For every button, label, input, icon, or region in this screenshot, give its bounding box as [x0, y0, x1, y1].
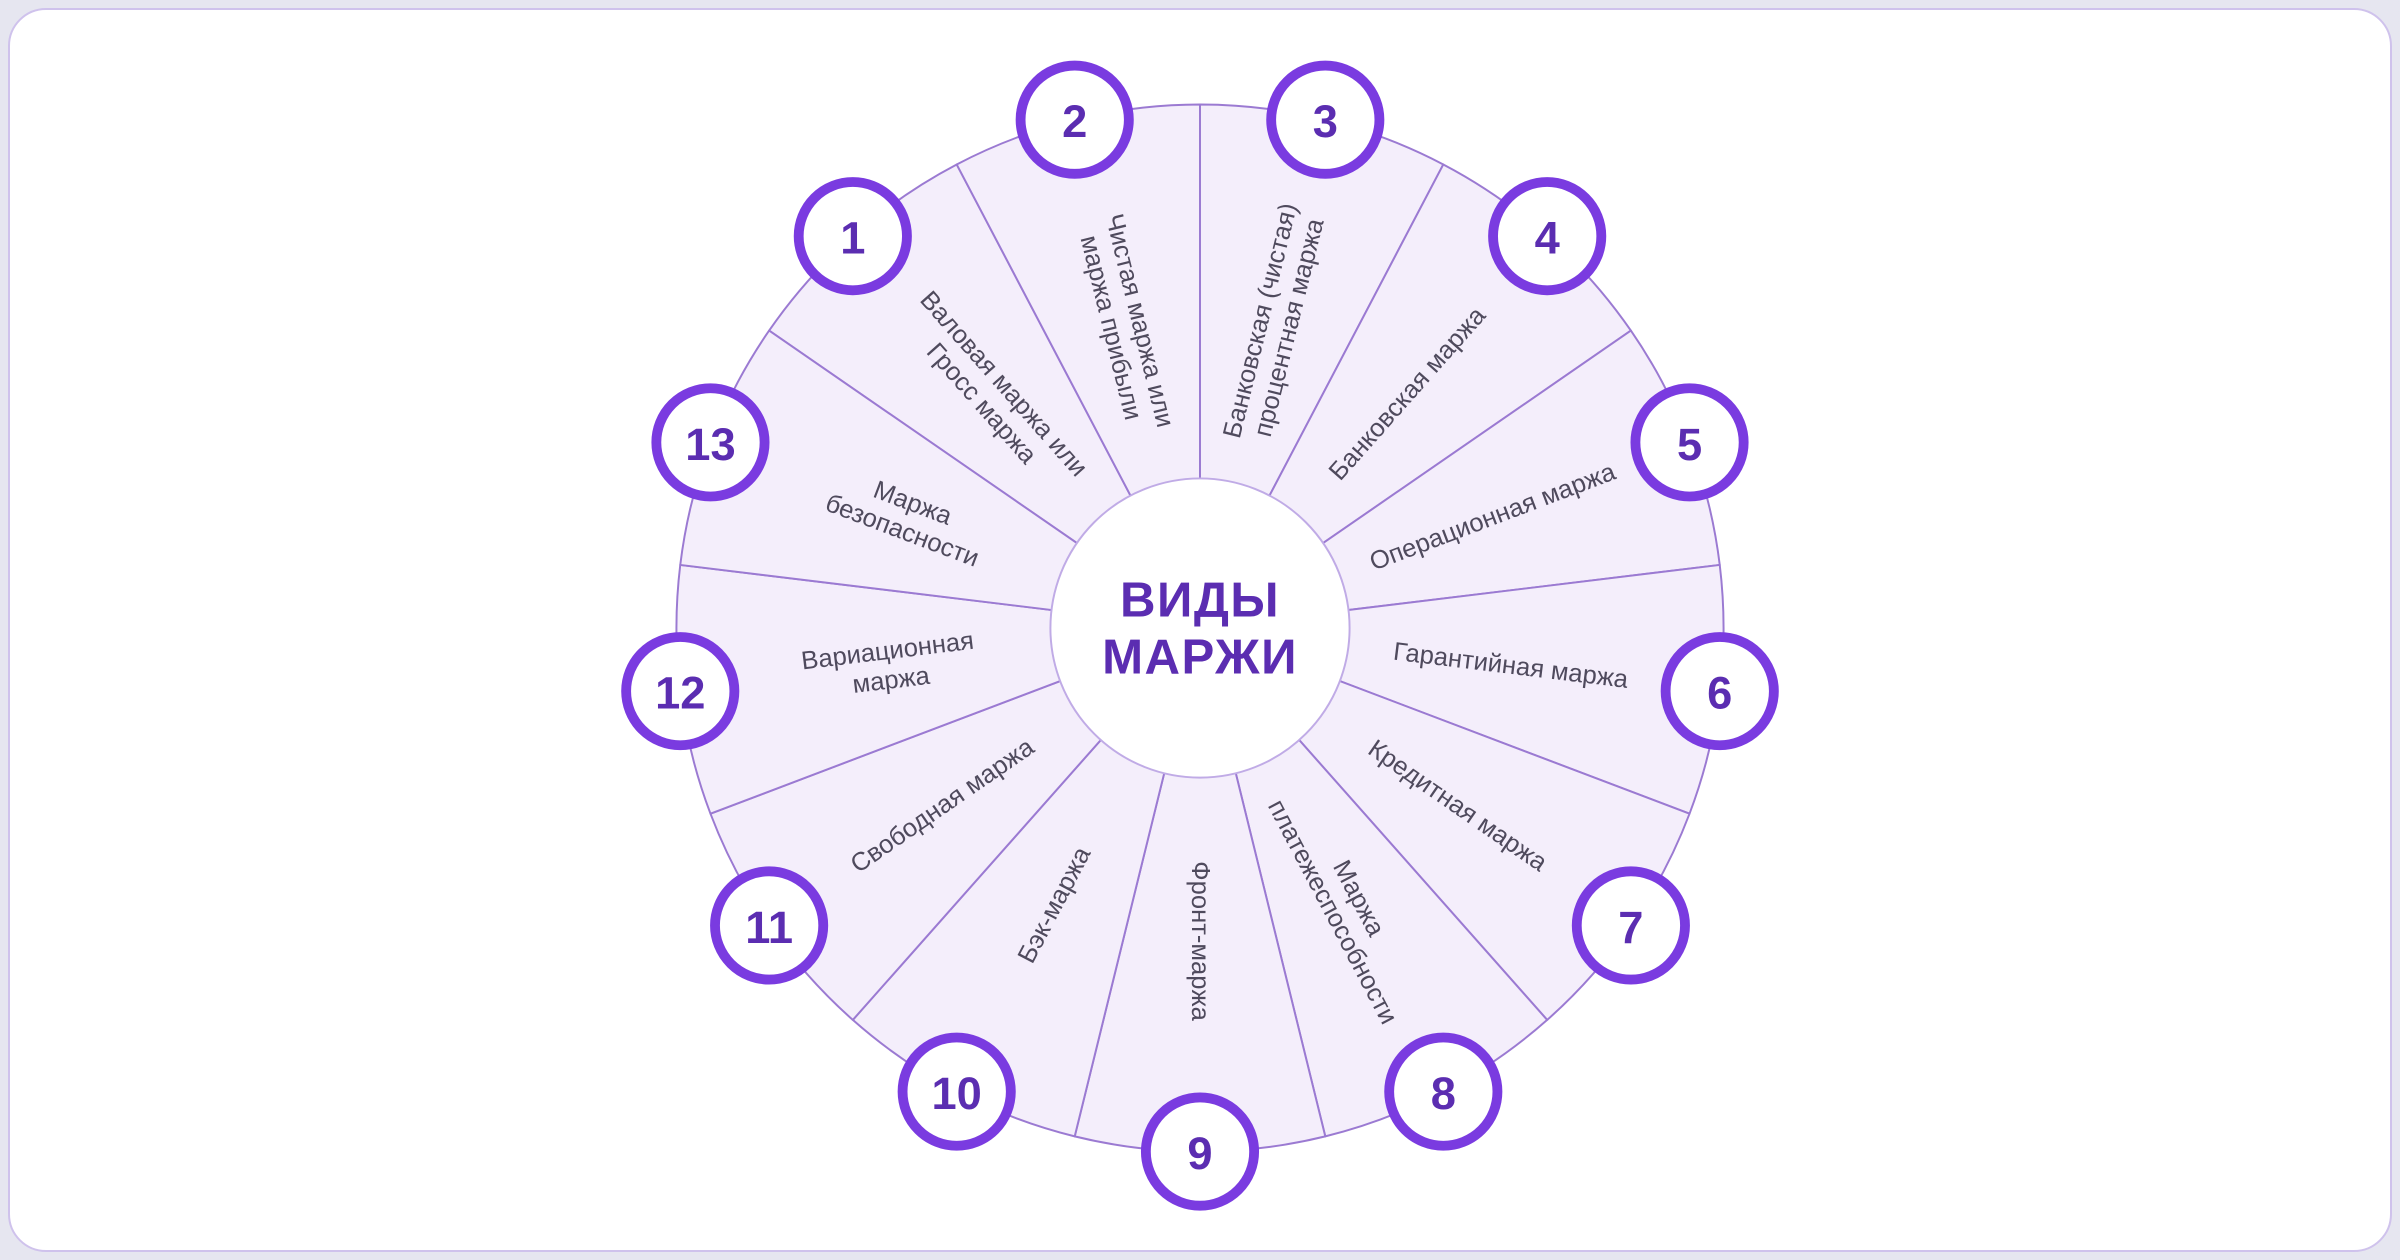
badge-number-text: 5 [1677, 419, 1702, 470]
badge-number-text: 1 [840, 213, 865, 264]
badge-circle [793, 177, 912, 296]
segment-label-9: Фронт-маржа [1186, 861, 1214, 1021]
segment-number-badge-6: 6 [1660, 632, 1779, 751]
segment-number-badge-11: 11 [710, 866, 829, 985]
badge-circle [1571, 866, 1690, 985]
segment-number-badge-5: 5 [1630, 383, 1749, 502]
badge-circle [1488, 177, 1607, 296]
badge-number-text: 10 [932, 1068, 982, 1119]
badge-number-text: 4 [1535, 213, 1560, 264]
badge-number-text: 7 [1618, 902, 1643, 953]
segment-number-badge-10: 10 [897, 1032, 1016, 1151]
badge-circle [1140, 1092, 1260, 1211]
badge-number-text: 6 [1707, 668, 1732, 719]
badge-circle [1660, 632, 1779, 751]
segment-number-badge-13: 13 [651, 383, 770, 502]
badge-circle [1015, 60, 1134, 179]
badge-circle [897, 1032, 1016, 1151]
segment-number-badge-12: 12 [621, 632, 740, 751]
badge-number-text: 9 [1187, 1128, 1212, 1179]
badge-number-text: 8 [1431, 1068, 1456, 1119]
badge-number-text: 13 [685, 419, 735, 470]
badge-number-text: 11 [745, 902, 793, 953]
segment-number-badge-3: 3 [1266, 60, 1385, 179]
badge-circle [621, 632, 740, 751]
badge-number-text: 12 [655, 668, 705, 719]
segment-number-badge-7: 7 [1571, 866, 1690, 985]
badge-number-text: 3 [1313, 96, 1338, 147]
badge-circle [1630, 383, 1749, 502]
segment-number-badge-9: 9 [1140, 1092, 1260, 1211]
segment-number-badge-8: 8 [1384, 1032, 1503, 1151]
badge-number-text: 2 [1062, 96, 1087, 147]
segment-number-badge-1: 1 [793, 177, 912, 296]
center-circle [1049, 477, 1351, 779]
segment-number-badge-2: 2 [1015, 60, 1134, 179]
badge-circle [1266, 60, 1385, 179]
badge-circle [710, 866, 829, 985]
badge-circle [1384, 1032, 1503, 1151]
badge-circle [651, 383, 770, 502]
segment-number-badge-4: 4 [1488, 177, 1607, 296]
